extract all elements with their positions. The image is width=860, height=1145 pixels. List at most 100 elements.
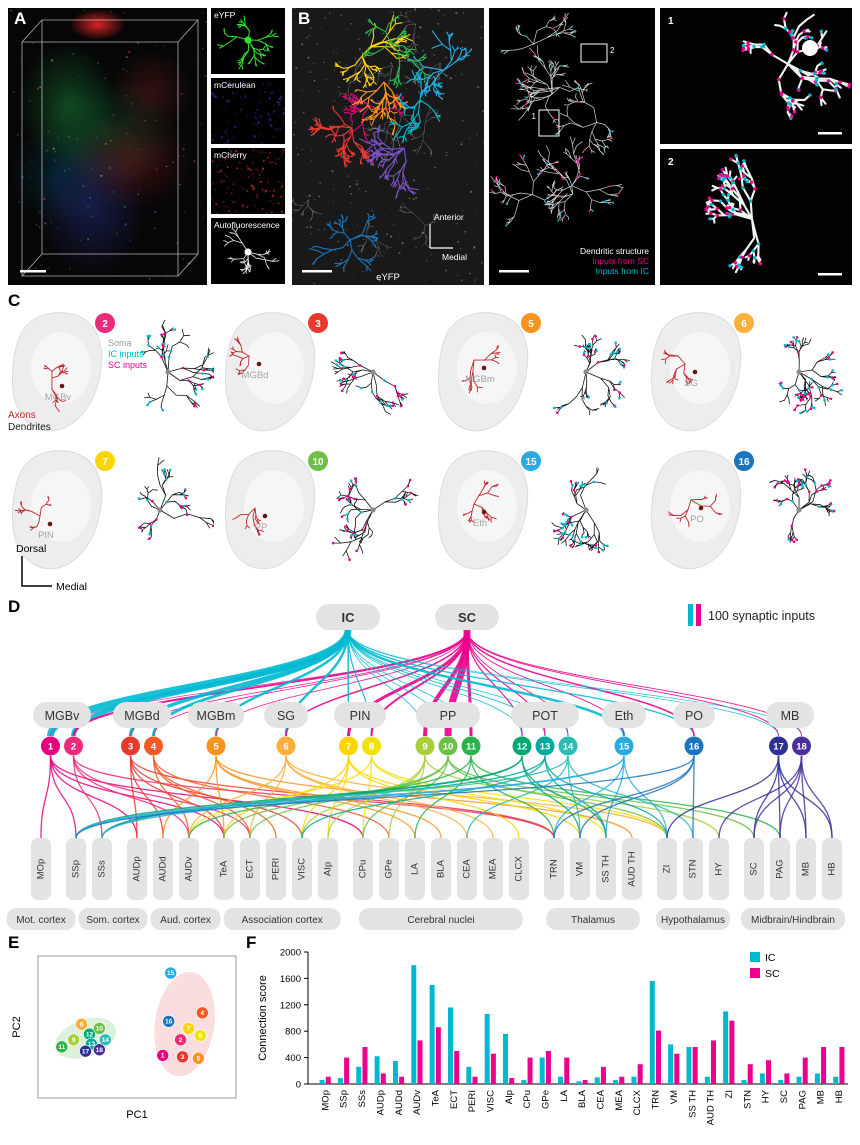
bar-ic-SS TH <box>686 1047 691 1084</box>
group-label: Hypothalamus <box>661 915 725 926</box>
nucleus-label: MB <box>781 709 800 723</box>
channel-label: mCherry <box>214 150 247 160</box>
y-tick-label: 1200 <box>280 1000 301 1011</box>
region-label: SS TH <box>601 855 612 883</box>
legend-axons: Axons <box>8 410 36 421</box>
inset-1-box <box>539 110 559 136</box>
bar-ic-GPe <box>540 1058 545 1084</box>
nucleus-label: MGBd <box>124 709 159 723</box>
legend-sc-bar <box>696 604 701 626</box>
x-tick-label: CLCX <box>632 1089 643 1115</box>
bar-ic-MOp <box>320 1080 325 1084</box>
inset-art: 2 <box>660 149 852 285</box>
neuron-number: 9 <box>422 742 427 753</box>
soma-dot <box>482 510 487 515</box>
y-tick-label: 400 <box>285 1053 301 1064</box>
region-label: HY <box>714 862 725 876</box>
neuron-number: 2 <box>71 742 76 753</box>
region-label: ECT <box>245 859 256 878</box>
bar-ic-TeA <box>430 985 435 1084</box>
region-label: BLA <box>436 859 447 878</box>
region-label: LA <box>410 863 421 875</box>
region-label: GPe <box>384 859 395 878</box>
scale-bar <box>302 270 332 273</box>
panel-label-f: F <box>246 934 256 951</box>
bar-sc-HB <box>839 1047 844 1084</box>
bar-sc-MOp <box>326 1077 331 1084</box>
y-axis-label: Connection score <box>257 975 269 1061</box>
panel-a-3d-volume-image <box>8 8 207 285</box>
neuron-badge-number: 2 <box>102 319 108 330</box>
b-legend-item: Dendritic structure <box>580 246 649 256</box>
pca-point-number: 3 <box>181 1054 185 1061</box>
region-label: PIN <box>38 530 54 541</box>
soma-dot <box>48 522 53 527</box>
neuron-number: 12 <box>517 742 528 753</box>
bar-ic-AUDp <box>375 1056 380 1084</box>
panel-label-b: B <box>298 10 310 27</box>
neuron-number: 4 <box>151 742 157 753</box>
x-tick-label: AUDv <box>412 1090 423 1115</box>
region-label: MGBm <box>465 374 495 385</box>
region-label: SSs <box>97 860 108 878</box>
cell-6: SG6 <box>645 306 853 440</box>
x-tick-label: AUDd <box>394 1090 405 1115</box>
legend-input-0: Soma <box>108 338 132 348</box>
bar-ic-HY <box>760 1073 765 1084</box>
bar-sc-PERI <box>473 1077 478 1084</box>
legend-swatch-IC <box>750 952 760 962</box>
y-tick-label: 2000 <box>280 948 301 959</box>
pca-point-number: 16 <box>165 1019 173 1026</box>
y-tick-label: 1600 <box>280 974 301 985</box>
bar-ic-BLA <box>576 1081 581 1084</box>
x-tick-label: BLA <box>577 1089 588 1108</box>
bar-ic-AUDd <box>393 1061 398 1084</box>
channel-label: mCerulean <box>214 80 256 90</box>
neuron-number: 17 <box>773 742 784 753</box>
bar-ic-VM <box>668 1044 673 1084</box>
axes-lines <box>22 556 52 586</box>
neuron-number: 6 <box>283 742 288 753</box>
nucleus-label: Eth <box>615 709 634 723</box>
soma-dot <box>693 370 698 375</box>
region-label: AUDd <box>158 856 169 881</box>
x-tick-label: SSp <box>339 1090 350 1108</box>
soma-dot <box>699 506 704 511</box>
bar-sc-SS TH <box>693 1047 698 1084</box>
pca-point-number: 14 <box>102 1037 110 1044</box>
neuron-badge-number: 16 <box>738 457 750 468</box>
bar-sc-MEA <box>619 1077 624 1084</box>
x-tick-label: SSs <box>357 1090 368 1108</box>
legend-label-IC: IC <box>765 952 776 964</box>
pca-point-number: 9 <box>72 1037 76 1044</box>
x-tick-label: ZI <box>724 1090 735 1098</box>
bar-sc-CPu <box>528 1058 533 1084</box>
x-tick-label: SC <box>779 1090 790 1103</box>
x-tick-label: VISC <box>485 1090 496 1112</box>
y-tick-label: 800 <box>285 1027 301 1038</box>
pca-point-number: 12 <box>86 1031 94 1038</box>
pca-point-number: 4 <box>201 1010 205 1017</box>
node-ic-label: IC <box>342 610 356 625</box>
region-label: MB <box>801 862 812 876</box>
bar-ic-STN <box>742 1080 747 1084</box>
bar-ic-TRN <box>650 981 655 1084</box>
bar-sc-TRN <box>656 1031 661 1084</box>
bar-sc-LA <box>564 1058 569 1084</box>
legend-synaptic-inputs: 100 synaptic inputs <box>708 609 815 623</box>
pca-point-number: 18 <box>96 1047 104 1054</box>
x-tick-label: AUDp <box>375 1090 386 1115</box>
x-tick-label: SS TH <box>687 1090 698 1118</box>
bar-ic-MB <box>815 1073 820 1084</box>
inset-art: 1 <box>660 8 852 144</box>
medial-label: Medial <box>56 581 87 593</box>
group-label: Midbrain/Hindbrain <box>751 915 835 926</box>
nucleus-label: POT <box>532 709 558 723</box>
